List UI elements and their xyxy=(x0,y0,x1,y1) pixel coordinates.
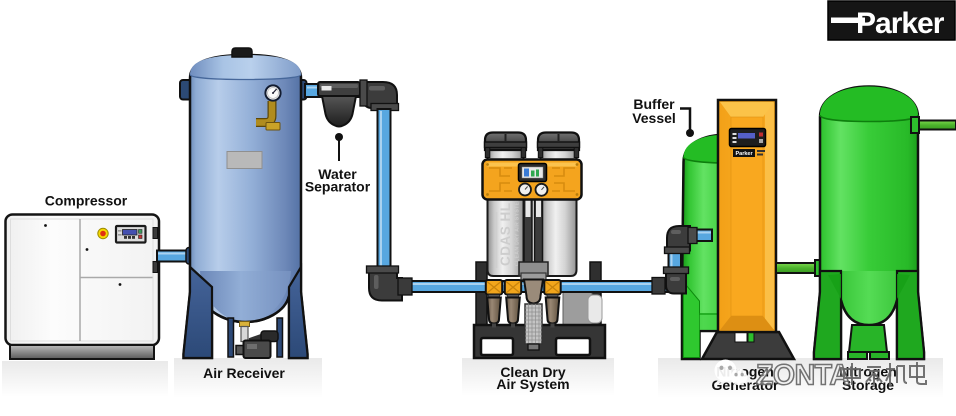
svg-text:Parker: Parker xyxy=(856,7,945,40)
svg-text:Water: Water xyxy=(318,166,357,182)
svg-text:Clean Dry: Clean Dry xyxy=(500,364,566,380)
svg-text:Buffer: Buffer xyxy=(633,96,675,112)
svg-text:Parker: Parker xyxy=(736,151,754,157)
svg-text:Separator: Separator xyxy=(305,179,371,195)
svg-text:Vessel: Vessel xyxy=(632,110,676,126)
svg-text:Nitrogen: Nitrogen xyxy=(839,364,897,380)
svg-text:Air System: Air System xyxy=(496,376,569,392)
svg-text:CDAS HL: CDAS HL xyxy=(498,203,513,267)
svg-text:CLEAN DRY AIR SYSTEM: CLEAN DRY AIR SYSTEM xyxy=(515,197,521,266)
svg-text:Air Receiver: Air Receiver xyxy=(203,365,285,381)
svg-text:ZONTA: ZONTA xyxy=(756,360,850,392)
svg-text:Compressor: Compressor xyxy=(45,193,128,209)
